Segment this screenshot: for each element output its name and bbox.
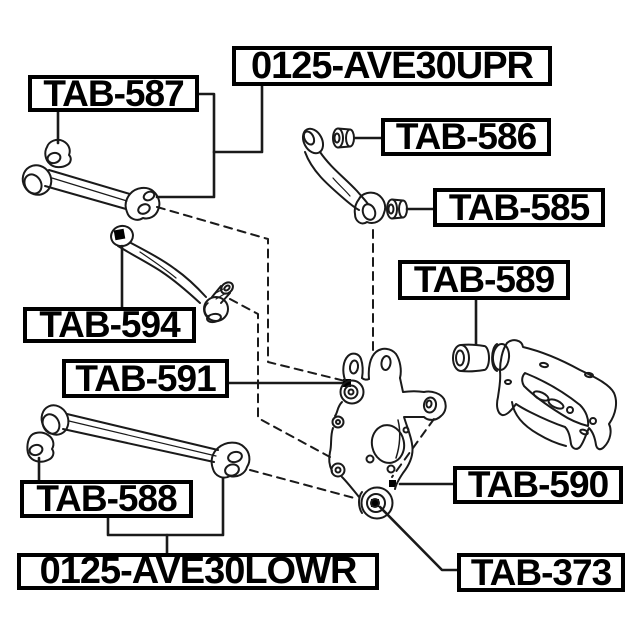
tab589-bushing-drawing xyxy=(452,343,490,373)
part-number-text: TAB-373 xyxy=(470,551,612,593)
leader-lines-upper xyxy=(56,84,478,385)
part-number-text: TAB-591 xyxy=(75,357,216,399)
part-label-tab-588: TAB-588 xyxy=(20,478,193,519)
tab373-target-dot xyxy=(371,499,379,507)
part-label-tab-585: TAB-585 xyxy=(433,186,605,228)
part-label-tab-587: TAB-587 xyxy=(28,72,199,114)
part-number-text: TAB-590 xyxy=(467,464,609,505)
tab594-bushing-core xyxy=(113,228,126,241)
tab590-target-dot xyxy=(389,480,396,487)
part-number-text: 0125-AVE30LOWR xyxy=(39,550,358,592)
part-label-tab-373: TAB-373 xyxy=(457,551,625,593)
upper-lateral-rod-drawing xyxy=(21,164,161,221)
part-label-tab-594: TAB-594 xyxy=(23,304,196,345)
knuckle-drawing xyxy=(328,347,447,520)
tab588-bushing-drawing xyxy=(26,431,55,463)
dashed-link-upper-rod-to-knuckle xyxy=(156,206,346,382)
part-label-tab-589: TAB-589 xyxy=(398,259,570,300)
tab591-target-dot xyxy=(343,379,351,387)
part-number-text: TAB-594 xyxy=(39,304,180,345)
leader-lines-lower xyxy=(37,456,459,572)
tab585-bushing-drawing xyxy=(386,198,408,220)
dashed-assembly-links xyxy=(156,206,435,500)
upper-control-arm-drawing xyxy=(301,127,387,225)
part-label-0125-ave30lowr: 0125-AVE30LOWR xyxy=(17,550,379,592)
part-label-tab-590: TAB-590 xyxy=(453,464,623,505)
part-number-text: TAB-586 xyxy=(395,116,537,157)
dashed-link-lower-rod-to-knuckle xyxy=(249,469,359,500)
part-label-0125-ave30upr: 0125-AVE30UPR xyxy=(232,44,552,87)
part-number-text: TAB-589 xyxy=(413,259,555,300)
rear-suspension-arm-drawing xyxy=(491,339,618,451)
track-control-rod-drawing xyxy=(110,224,234,324)
dashed-link-balljoint-to-knuckle xyxy=(229,298,331,458)
part-number-text: TAB-587 xyxy=(43,72,184,114)
part-label-tab-586: TAB-586 xyxy=(381,116,551,157)
tab587-bushing-drawing xyxy=(44,138,72,169)
part-number-text: TAB-588 xyxy=(36,478,177,519)
tab586-bushing-drawing xyxy=(332,127,355,149)
part-number-text: 0125-AVE30UPR xyxy=(250,44,534,87)
lower-lateral-rod-drawing xyxy=(40,404,251,479)
leader-endpoint-dots xyxy=(343,379,396,507)
part-number-text: TAB-585 xyxy=(448,186,590,228)
part-label-tab-591: TAB-591 xyxy=(62,357,229,399)
